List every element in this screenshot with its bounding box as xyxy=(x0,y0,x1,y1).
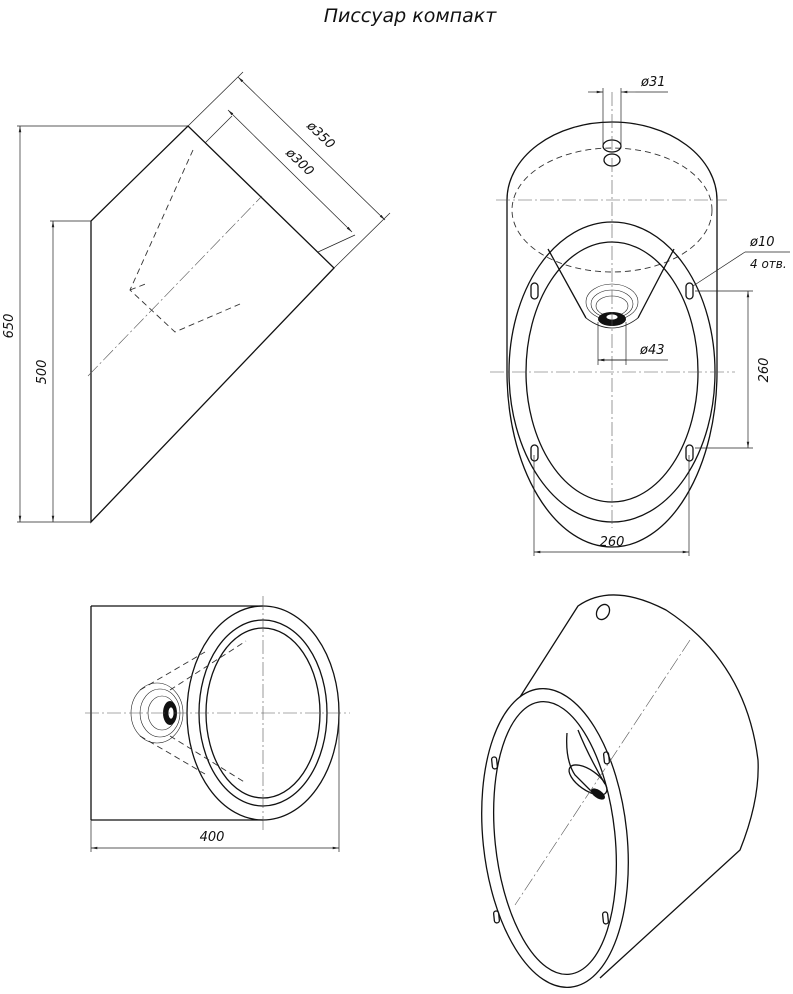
side-view: 650 500 ø350 ø300 xyxy=(2,71,391,524)
dim-dia-drain: ø43 xyxy=(639,343,665,358)
dim-hole-spacing-vertical: 260 xyxy=(757,358,772,383)
dim-mount-holes-count: 4 отв. xyxy=(750,257,787,271)
dim-depth: 400 xyxy=(200,830,225,845)
mount-holes xyxy=(530,282,694,462)
dim-dia-outer: ø350 xyxy=(303,118,338,152)
dim-height-front: 500 xyxy=(35,360,50,385)
dim-dia-inner: ø300 xyxy=(282,145,317,179)
front-view: ø31 ø10 4 отв. ø43 260 260 xyxy=(490,75,790,556)
dim-dia-mount-holes: ø10 xyxy=(749,235,775,250)
drawing-title: Писсуар компакт xyxy=(324,5,497,27)
isometric-view xyxy=(481,594,759,989)
dim-dia-top-hole: ø31 xyxy=(640,75,666,90)
dim-height-total: 650 xyxy=(2,314,17,339)
dim-hole-spacing-horizontal: 260 xyxy=(600,535,625,550)
top-view: 400 xyxy=(85,596,350,852)
